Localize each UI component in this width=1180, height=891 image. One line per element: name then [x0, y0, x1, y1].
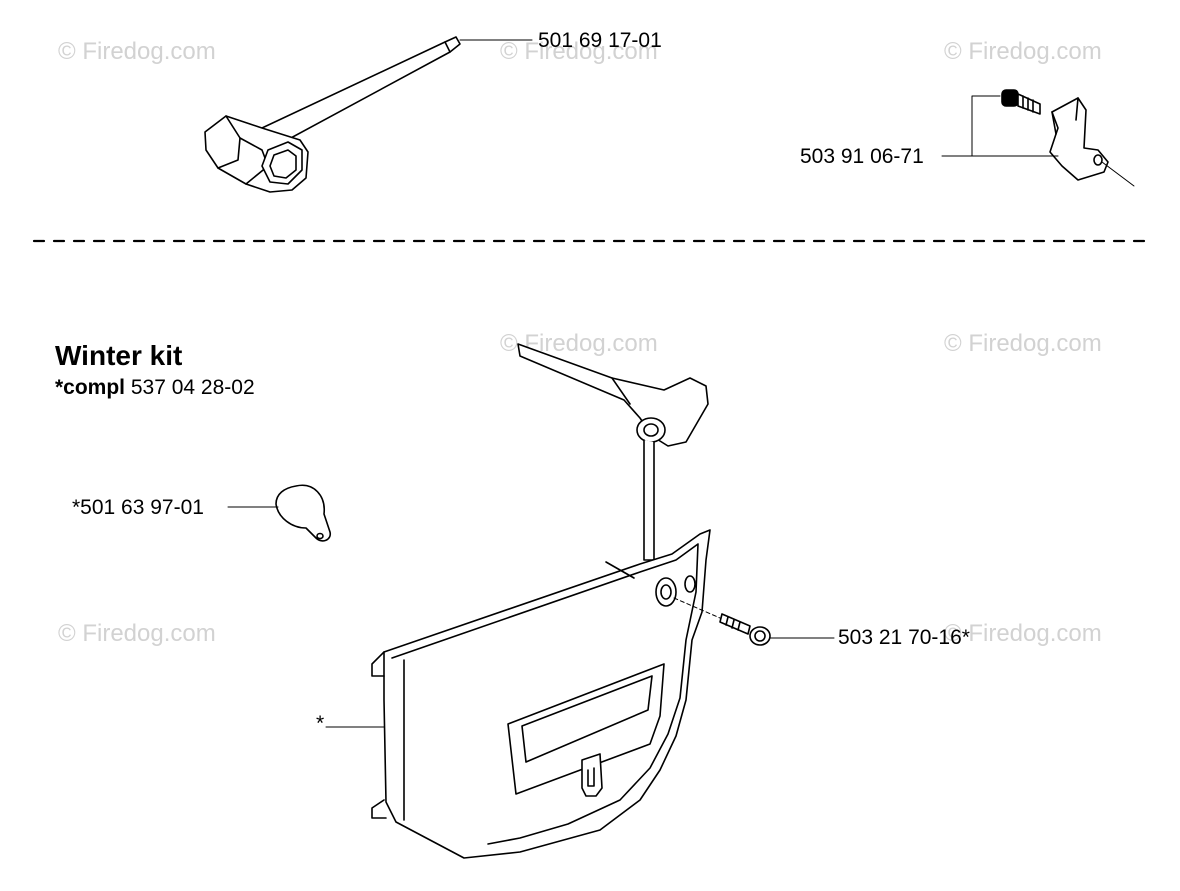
winter-cover-drawing: [371, 529, 711, 859]
watermark: © Firedog.com: [500, 38, 658, 65]
lever-rod-drawing: [517, 343, 709, 561]
watermark: © Firedog.com: [58, 38, 216, 65]
part-label-cover-screw: 503 21 70-16*: [838, 626, 970, 649]
kit-part-number: 537 04 28-02: [130, 376, 255, 399]
part-label-cover-disc: *501 63 97-01: [72, 496, 204, 519]
watermark: © Firedog.com: [944, 620, 1102, 647]
cover-screw-drawing: [719, 613, 771, 646]
combination-wrench-drawing: [204, 36, 461, 193]
watermark: © Firedog.com: [58, 620, 216, 647]
part-label-screw-and-bracket: 503 91 06-71: [800, 145, 924, 168]
screw-and-bracket-drawing: [1001, 89, 1135, 187]
cover-disc-drawing: [275, 484, 332, 542]
part-label-combination-wrench: 501 69 17-01: [538, 29, 662, 52]
watermark: © Firedog.com: [944, 38, 1102, 65]
kit-prefix: *compl: [55, 376, 126, 399]
kit-number: *compl 537 04 28-02: [55, 376, 255, 400]
section-title: Winter kit: [55, 340, 183, 371]
part-label-winter-cover: *: [316, 712, 325, 735]
watermark: © Firedog.com: [944, 330, 1102, 357]
